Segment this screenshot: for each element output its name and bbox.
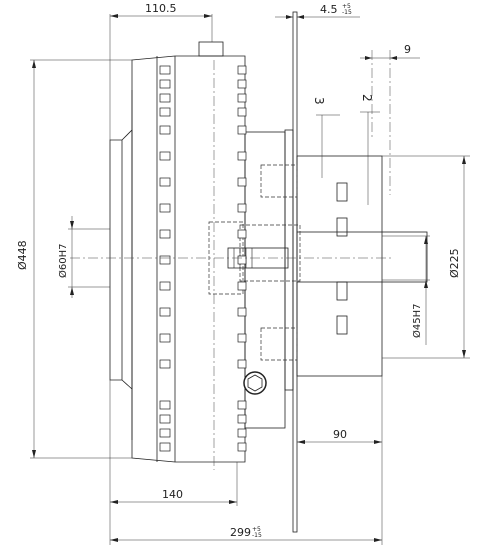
dim-4-5-tol-lower: -15 (342, 9, 352, 16)
bolt-head (237, 151, 247, 161)
bolt-head (159, 107, 171, 117)
dim-299-tol-upper: +5 (252, 526, 261, 533)
bolt-head (237, 65, 247, 75)
bolt-head (159, 93, 171, 103)
callout-item-2: 2 (360, 94, 374, 102)
bolt-head (159, 229, 171, 239)
drain-plug (243, 371, 267, 395)
dim-60h7: Ø60H7 (57, 244, 69, 278)
bolt-head (159, 281, 171, 291)
bolt-head (159, 151, 171, 161)
dim-4-5: 4.5 (320, 3, 338, 16)
bolt-head (159, 307, 171, 317)
bolt-head (237, 229, 247, 239)
bolt-head (159, 359, 171, 369)
bolt-head (237, 359, 247, 369)
bolt-head (159, 203, 171, 213)
bolt-head (237, 414, 247, 424)
dim-90: 90 (333, 428, 347, 441)
center-lines (70, 50, 392, 470)
bolt-head (237, 400, 247, 410)
bolt-head (237, 281, 247, 291)
bolt-row-right (237, 65, 247, 452)
bolt-head (237, 307, 247, 317)
callout-item-3: 3 (312, 97, 326, 105)
bolt-head (159, 79, 171, 89)
bolt-head (159, 333, 171, 343)
dim-45h7: Ø45H7 (411, 304, 423, 338)
dim-448: Ø448 (16, 240, 29, 270)
bolt-head (159, 428, 171, 438)
bolt-head (237, 177, 247, 187)
dim-299: 299 (230, 526, 251, 539)
bolt-head (237, 442, 247, 452)
bolt-head (237, 333, 247, 343)
bolt-head (237, 428, 247, 438)
bolt-head (159, 400, 171, 410)
bolt-head (237, 79, 247, 89)
bolt-row-left (159, 65, 171, 452)
breather-plug (198, 41, 224, 57)
dim-4-5-tol-upper: +5 (342, 3, 351, 10)
bolt-head (237, 203, 247, 213)
bolt-head (237, 255, 247, 265)
dim-9: 9 (404, 43, 411, 56)
bolt-head (159, 255, 171, 265)
dim-140: 140 (162, 488, 183, 501)
bolt-head (159, 442, 171, 452)
bolt-head (237, 93, 247, 103)
dim-110-5: 110.5 (145, 2, 177, 15)
dim-299-tol-lower: -15 (252, 532, 262, 539)
dimension-labels: 110.5 4.5 +5 -15 9 Ø448 Ø60H7 Ø225 Ø45H7… (16, 2, 461, 539)
bolt-head (237, 125, 247, 135)
bolt-head (159, 125, 171, 135)
bolt-head (159, 414, 171, 424)
bolt-head (159, 65, 171, 75)
housing-body (109, 11, 428, 533)
bolt-head (237, 107, 247, 117)
bolt-head (159, 177, 171, 187)
dimension-lines (30, 14, 470, 545)
dim-225: Ø225 (448, 248, 461, 278)
